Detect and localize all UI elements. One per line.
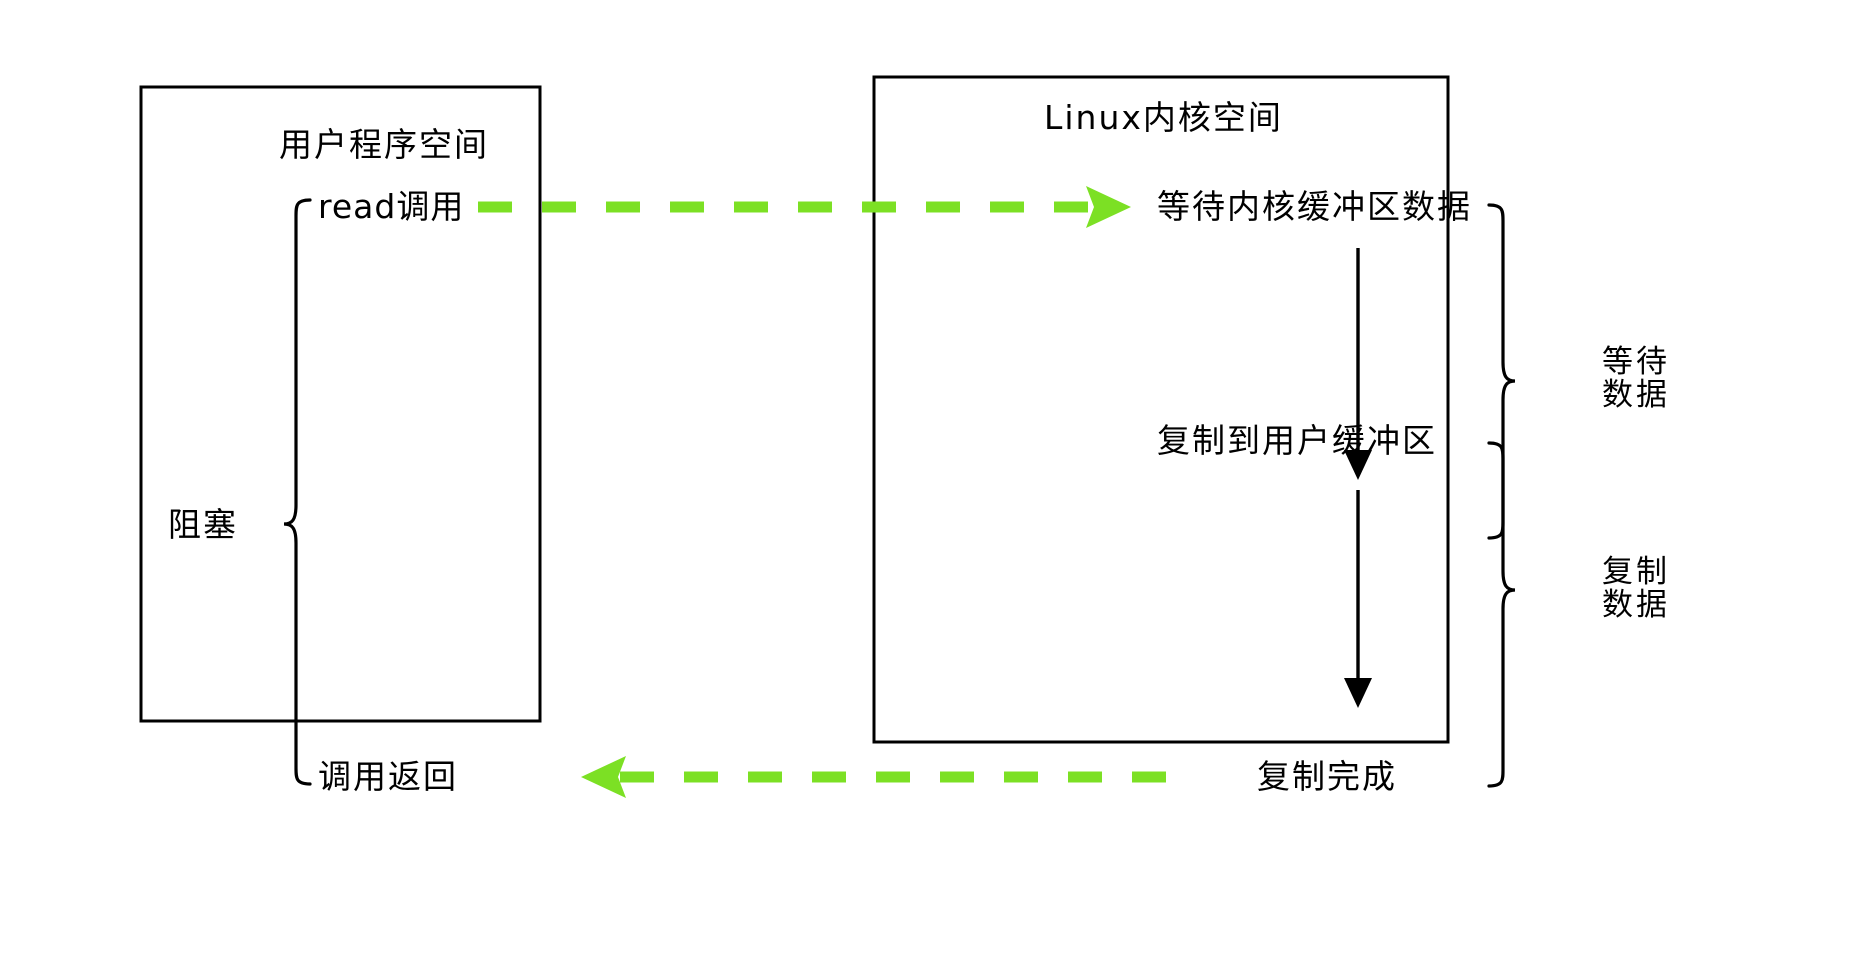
read-call-arrowhead-icon [1086,186,1131,228]
user-step-call-return: 调用返回 [318,757,458,796]
kernel-step-copy-to-user: 复制到用户缓冲区 [1157,421,1437,460]
copy-data-brace [1487,441,1516,788]
call-return-arrowhead-icon [581,756,626,798]
kernel-space-title: Linux内核空间 [1044,98,1283,137]
waiting-data-label-line1: 等待 [1602,344,1670,380]
blocking-brace [283,198,312,786]
blocking-label: 阻塞 [168,505,238,544]
wait-to-copy-arrowhead-icon [1344,450,1372,480]
waiting-data-label-line2: 数据 [1602,376,1670,413]
kernel-step-copy-done: 复制完成 [1257,757,1397,796]
copy-data-label-line1: 复制 [1602,554,1670,590]
user-space-title: 用户程序空间 [279,125,489,164]
copy-data-label-line2: 数据 [1602,586,1670,623]
kernel-space-box [872,75,1450,744]
waiting-data-label: 等待 数据 [1602,346,1670,411]
user-space-box [139,85,542,723]
user-step-read-call: read调用 [318,187,465,226]
kernel-step-wait-buffer: 等待内核缓冲区数据 [1157,187,1472,226]
copy-data-label: 复制 数据 [1602,556,1670,621]
copy-to-done-arrowhead-icon [1344,678,1372,708]
